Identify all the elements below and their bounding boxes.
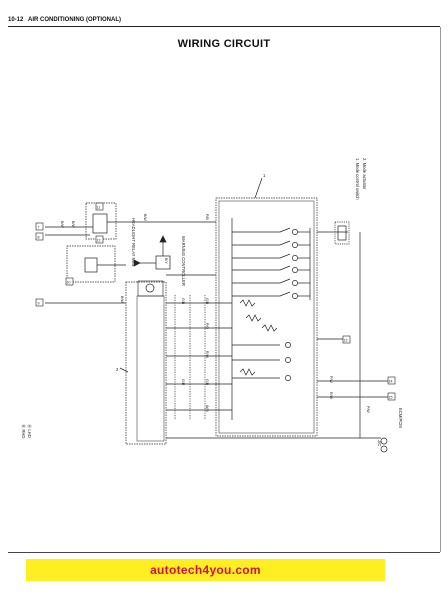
wire-code: P/G <box>205 323 209 329</box>
resistor-2 <box>245 314 262 322</box>
conn-label-11: 11 <box>97 206 101 210</box>
headlight-arrow <box>133 259 141 267</box>
relay2-dotted-box <box>66 245 116 283</box>
mode-actuator-box <box>125 281 167 445</box>
resistor-3 <box>261 324 278 332</box>
wire-code: W/B <box>205 405 209 412</box>
conn-label-7: 7 <box>38 226 40 230</box>
resistor-1 <box>239 299 256 307</box>
watermark-link[interactable]: autotech4you.com <box>150 563 261 577</box>
section-title: AIR CONDITIONING (OPTIONAL) <box>28 17 121 23</box>
wire-code: B/W <box>143 214 147 221</box>
wire-code: B/Y <box>164 258 168 264</box>
callout-1: 1 <box>263 173 266 178</box>
conn-label-14: 14 <box>389 380 393 384</box>
indicator-lamp-9 <box>285 375 291 381</box>
wire-code: G/R <box>205 379 209 386</box>
label-warning-controller: WARNING CONTROLLER <box>181 236 186 286</box>
callout-2: 2 <box>116 367 119 372</box>
conn-label-15: 15 <box>389 396 393 400</box>
conn-label-13: 13 <box>344 339 348 343</box>
indicator-lamp-2 <box>292 242 298 248</box>
indicator-lamp-1 <box>292 229 298 235</box>
ecm-connector-bottom <box>380 445 388 453</box>
conn-label-10: 10 <box>67 281 71 285</box>
conn-label-8: 8 <box>38 236 40 240</box>
right-unit-box <box>334 221 350 245</box>
switch-contact-2 <box>279 240 291 246</box>
connector-14 <box>387 376 396 385</box>
watermark-banner[interactable]: autotech4you.com <box>26 559 385 581</box>
page-title: WIRING CIRCUIT <box>177 38 271 50</box>
wire-code: G/R <box>181 379 185 386</box>
label-jc: J/C <box>377 440 382 446</box>
legend-item-1: 1. Mode control switch <box>355 158 360 200</box>
wire-code: G/B <box>181 298 185 305</box>
connector-8 <box>35 232 44 241</box>
wire-code: P/W <box>329 376 333 383</box>
ecm-connector-top <box>380 437 388 445</box>
indicator-lamp-6 <box>292 293 298 299</box>
switch-contact-4 <box>279 265 291 271</box>
relay-coil <box>92 213 108 234</box>
wire-code: B/W <box>120 296 124 303</box>
indicator-lamp-7 <box>285 342 291 348</box>
label-rhd: Ⓑ RHD <box>20 424 27 438</box>
wire-code: B/W <box>71 221 75 228</box>
indicator-lamp-3 <box>292 255 298 261</box>
switch-contact-6 <box>279 291 291 297</box>
indicator-lamp-5 <box>292 280 298 286</box>
wire-code: P/W <box>366 406 370 413</box>
wire-code: R/W <box>205 351 209 359</box>
conn-label-9: 9 <box>38 302 40 306</box>
actuator-motor-housing <box>137 280 164 297</box>
wire-code: B/W <box>60 221 64 228</box>
switch-contact-1 <box>279 227 291 233</box>
actuator-motor-icon <box>145 283 155 293</box>
connector-15 <box>387 392 396 401</box>
indicator-lamp-8 <box>285 357 291 363</box>
label-lhd: Ⓐ LHD <box>26 424 33 438</box>
switch-contact-3 <box>279 253 291 259</box>
wire-code: P/B <box>205 214 209 220</box>
callout-1-leader <box>254 177 263 199</box>
legend-item-2: 2. Mode actuator <box>362 158 367 190</box>
page-border <box>440 27 441 552</box>
connector-13 <box>342 335 351 344</box>
header-rule <box>8 26 440 27</box>
wire-code: G/B <box>205 298 209 305</box>
relay2-coil <box>84 257 98 273</box>
indicator-lamp-4 <box>292 267 298 273</box>
resistor-4 <box>239 368 256 376</box>
wire-code: R/W <box>329 392 333 400</box>
mode-control-switch-inner <box>218 200 315 434</box>
connector-7 <box>35 222 44 231</box>
page-number: 10-12 <box>8 17 24 23</box>
mode-actuator-inner <box>136 295 165 442</box>
page-header: 10-12 AIR CONDITIONING (OPTIONAL) <box>8 17 440 29</box>
label-ecm-pcm: ECM/PCM <box>398 408 403 428</box>
right-unit-inner <box>337 225 347 241</box>
switch-contact-5 <box>279 278 291 284</box>
connector-11 <box>95 202 104 211</box>
mode-control-switch-box <box>215 197 318 437</box>
connector-10 <box>65 277 74 286</box>
connector-12 <box>95 235 104 244</box>
callout-2-leader <box>119 367 129 373</box>
connector-9 <box>35 298 44 307</box>
label-headlight-relay: HEADLIGHT RELAY No.2 <box>131 218 136 267</box>
warning-arrow-head <box>159 235 167 243</box>
conn-label-12: 12 <box>97 239 101 243</box>
footer-rule <box>8 552 440 553</box>
